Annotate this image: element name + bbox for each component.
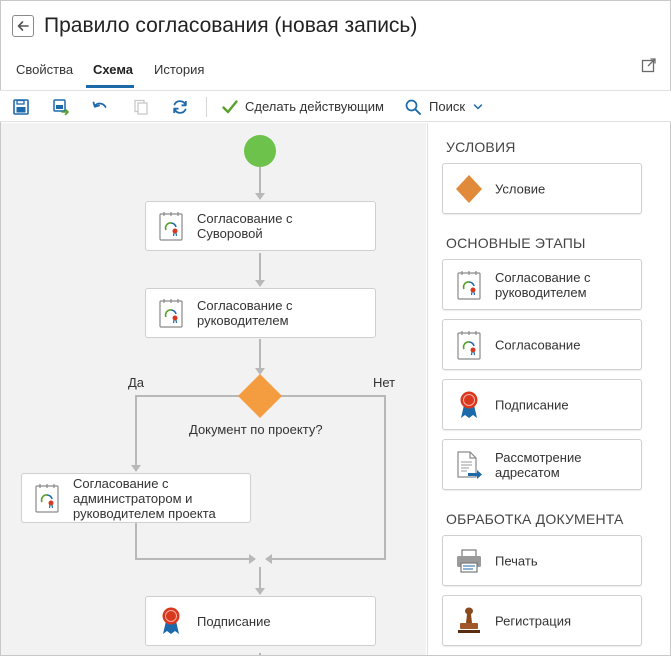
make-active-button[interactable]: Сделать действующим [245,99,384,114]
tab-schema[interactable]: Схема [93,62,134,77]
copy-icon [134,99,148,115]
start-node[interactable] [244,135,276,167]
stamp-icon [458,607,480,633]
search-button-icon[interactable] [402,96,424,118]
approval-stage-icon [35,484,59,513]
checkmark-icon [222,100,238,114]
undo-icon [92,101,107,108]
node-label-line: администратором и [73,491,193,506]
palette-label-line: Рассмотрение [495,449,582,465]
palette-item-print[interactable]: Печать [442,535,642,586]
tab-history[interactable]: История [154,62,205,77]
palette-section-title: ОСНОВНЫЕ ЭТАПЫ [446,235,586,251]
search-icon [405,99,421,115]
schema-canvas[interactable]: Да Нет Документ по проекту? Согласование… [1,123,426,655]
save-close-icon [53,99,69,116]
seal-icon [162,607,180,634]
palette-item-label: Подписание [495,397,569,412]
palette-item-label: Рассмотрение адресатом [495,450,581,480]
palette-item-label: Печать [495,553,538,568]
node-label-line: Согласование с [197,298,293,313]
condition-node[interactable] [238,374,282,418]
palette-item-label: Условие [495,181,546,196]
approval-stage-icon [457,330,481,360]
stage-node-label: Согласование с Суворовой [197,211,293,241]
stage-node-label: Согласование с руководителем [197,298,293,328]
palette-label-line: Согласование с [495,269,591,285]
palette-item-addressee-review[interactable]: Рассмотрение адресатом [442,439,642,490]
palette-item-registration[interactable]: Регистрация [442,595,642,646]
undo-button[interactable] [89,96,111,118]
palette-item-label: Регистрация [495,613,571,628]
save-and-close-button[interactable] [50,96,72,118]
approval-stage-icon [457,270,481,300]
seal-icon [460,391,478,418]
make-active-button-icon[interactable] [219,96,241,118]
diamond-icon [456,174,482,203]
printer-icon [457,548,481,573]
active-tab-indicator [86,85,134,88]
stage-palette: УСЛОВИЯ Условие ОСНОВНЫЕ ЭТАПЫ Согласова… [427,123,670,655]
branch-yes-label: Да [128,375,145,390]
save-button[interactable] [10,96,32,118]
node-label-line: руководителем [197,313,289,328]
approval-stage-icon [159,212,183,241]
condition-label: Документ по проекту? [189,422,323,437]
palette-section-title: ОБРАБОТКА ДОКУМЕНТА [446,511,624,527]
refresh-button[interactable] [169,96,191,118]
toolbar-separator [206,97,207,117]
refresh-icon [173,100,187,114]
palette-item-manager-approval[interactable]: Согласование с руководителем [442,259,642,310]
tab-properties[interactable]: Свойства [16,62,74,77]
flow-connectors [131,135,386,655]
node-label-line: Согласование с [197,211,293,226]
palette-item-approval[interactable]: Согласование [442,319,642,370]
palette-label-line: адресатом [495,464,560,480]
stage-node-manager[interactable]: Согласование с руководителем [145,288,376,338]
palette-section-title: УСЛОВИЯ [446,139,516,155]
node-label-line: руководителем проекта [73,506,216,521]
open-in-new-window-icon[interactable] [641,57,657,73]
node-label-line: Согласование с [73,476,169,491]
stage-node-signing[interactable]: Подписание [145,596,376,646]
stage-node-label: Подписание [197,614,271,629]
palette-item-signing[interactable]: Подписание [442,379,642,430]
back-button[interactable] [12,15,34,37]
document-arrow-icon [457,450,482,479]
save-icon [13,99,29,115]
page-title: Правило согласования (новая запись) [44,14,418,37]
arrow-left-icon [17,21,29,31]
stage-node-label: Согласование с администратором и руковод… [73,476,216,521]
toolbar: Сделать действующим Поиск [0,90,671,122]
palette-item-label: Согласование [495,337,581,352]
stage-node-suvorova[interactable]: Согласование с Суворовой [145,201,376,251]
branch-no-label: Нет [373,375,396,390]
palette-item-label: Согласование с руководителем [495,270,591,300]
copy-button[interactable] [130,96,152,118]
node-label-line: Суворовой [197,226,263,241]
search-button[interactable]: Поиск [429,99,466,114]
chevron-down-icon[interactable] [473,103,483,111]
palette-label-line: руководителем [495,284,587,300]
approval-stage-icon [159,299,183,328]
stage-node-admin-pm[interactable]: Согласование с администратором и руковод… [21,473,251,523]
title-bar: Правило согласования (новая запись) [0,0,671,52]
palette-item-condition[interactable]: Условие [442,163,642,214]
tab-bar: Свойства Схема История [0,54,671,88]
